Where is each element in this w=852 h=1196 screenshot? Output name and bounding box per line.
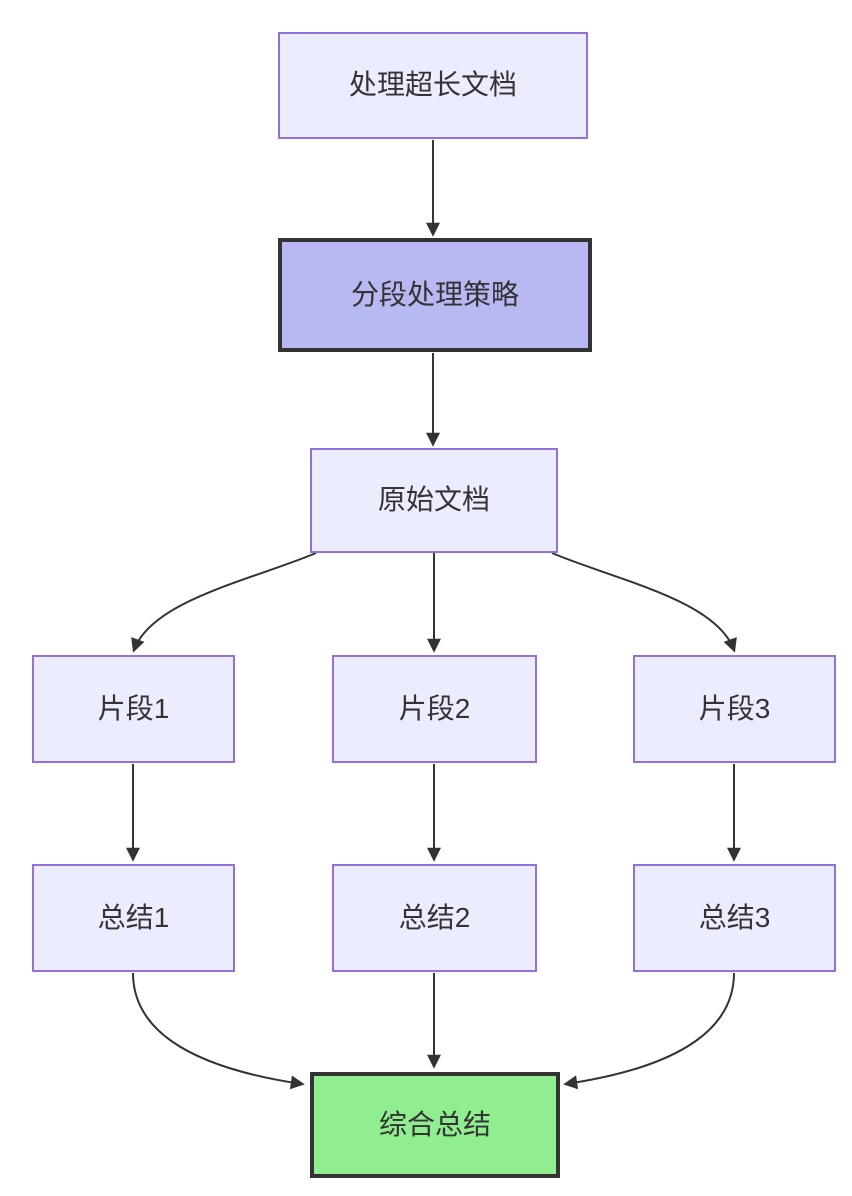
- node-sum1-label: 总结1: [97, 901, 170, 933]
- node-original: 原始文档: [310, 448, 558, 553]
- node-final: 综合总结: [310, 1072, 560, 1178]
- node-sum3-label: 总结3: [698, 901, 771, 933]
- node-strategy-label: 分段处理策略: [350, 278, 519, 310]
- node-sum1: 总结1: [32, 864, 235, 972]
- node-sum2-label: 总结2: [398, 901, 471, 933]
- node-original-label: 原始文档: [377, 484, 490, 516]
- node-seg2-label: 片段2: [398, 692, 471, 724]
- node-seg1: 片段1: [32, 655, 235, 763]
- edge-sum1-final: [132, 972, 305, 1090]
- edge-original-seg1: [131, 552, 317, 653]
- node-sum2: 总结2: [332, 864, 537, 972]
- node-sum3: 总结3: [633, 864, 836, 972]
- node-seg3: 片段3: [633, 655, 836, 763]
- node-final-label: 综合总结: [378, 1108, 491, 1140]
- edge-sum3-final: [563, 972, 735, 1090]
- node-strategy: 分段处理策略: [278, 238, 592, 352]
- node-seg2: 片段2: [332, 655, 537, 763]
- edge-original-seg3: [551, 552, 737, 653]
- node-start: 处理超长文档: [278, 32, 588, 139]
- node-seg1-label: 片段1: [97, 692, 170, 724]
- node-seg3-label: 片段3: [698, 692, 771, 724]
- node-start-label: 处理超长文档: [348, 69, 517, 101]
